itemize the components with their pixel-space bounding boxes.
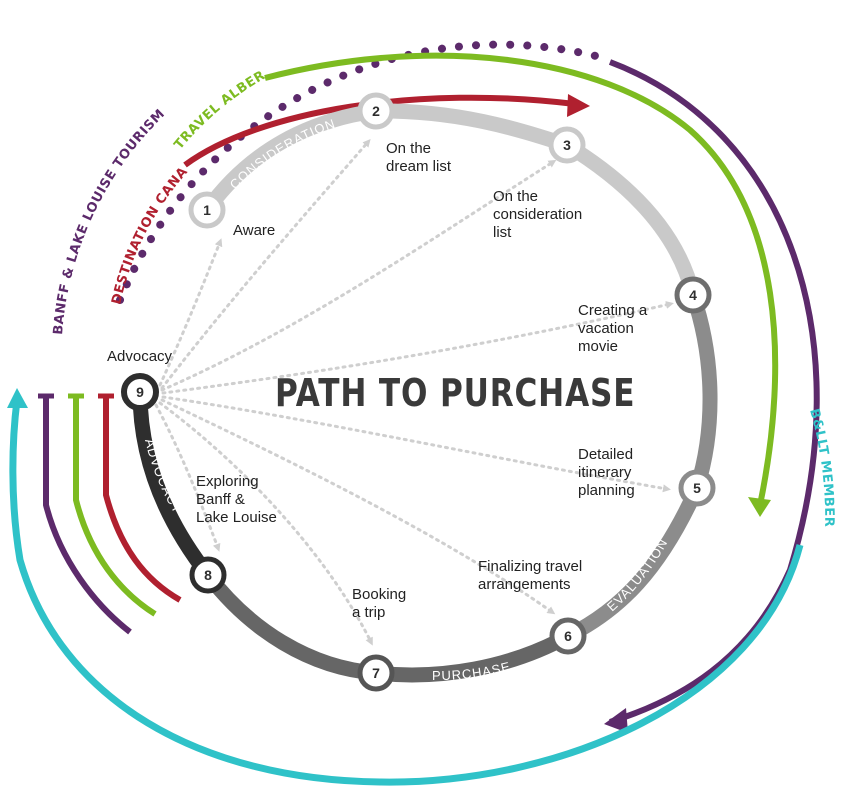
stage-2-label-line1: On the: [386, 140, 431, 157]
connector-arrows: [154, 138, 674, 646]
red-left-bar: [103, 396, 182, 603]
stage-7-label-line1: Booking: [352, 586, 406, 603]
stage-node-3: 3: [548, 126, 586, 164]
arrow-to-2: [160, 138, 371, 390]
banff-arrowhead: [604, 708, 628, 733]
stage-9-label: Advocacy: [107, 348, 173, 365]
svg-text:TRAVEL ALBERTA: TRAVEL ALBERTA: [0, 0, 268, 153]
travel-alberta-arrowhead: [748, 497, 771, 517]
stage-4-label-line2: vacation: [578, 320, 634, 337]
svg-text:DESTINATION CANADA: DESTINATION CANADA: [0, 0, 191, 306]
stage-node-5: 5: [678, 469, 716, 507]
arrow-to-4: [161, 300, 674, 395]
ring-advocacy-segment: [132, 391, 214, 580]
stage-4-label-line1: Creating a: [578, 302, 648, 319]
left-bars: [38, 393, 182, 635]
stage-3-label-line3: list: [493, 224, 512, 241]
stage-node-4: 4: [674, 276, 712, 314]
stage-7-label-line2: a trip: [352, 604, 385, 621]
stage-number: 4: [689, 287, 697, 303]
stage-5-label-line3: planning: [578, 482, 635, 499]
stage-6-label-line1: Finalizing travel: [478, 558, 582, 575]
arrow-to-8: [154, 403, 221, 552]
banff-dotted-arc: [116, 40, 604, 304]
stage-number: 8: [204, 567, 212, 583]
stage-node-1: 1: [188, 191, 226, 229]
phase-evaluation: EVALUATION: [604, 536, 670, 615]
banff-arc: [608, 59, 820, 725]
stage-1-label: Aware: [233, 222, 275, 239]
arrow-to-6: [160, 398, 556, 615]
arrow-to-1: [158, 238, 223, 387]
svg-text:CONSIDERATION: CONSIDERATION: [227, 116, 338, 192]
stage-number: 6: [564, 628, 572, 644]
stage-node-9: 9: [121, 373, 159, 411]
arrow-to-3: [160, 159, 557, 392]
stage-labels: Aware On the dream list On the considera…: [107, 140, 648, 621]
org-travel-alberta-label: TRAVEL ALBERTA: [0, 0, 267, 153]
destination-canada-arc: [183, 94, 576, 168]
stage-number: 2: [372, 103, 380, 119]
stage-3-label-line1: On the: [493, 188, 538, 205]
stage-number: 1: [203, 202, 211, 218]
stage-number: 9: [136, 384, 144, 400]
members-arrowhead: [7, 388, 28, 408]
stage-6-label-line2: arrangements: [478, 576, 571, 593]
destination-canada-arrowhead: [567, 94, 590, 117]
phase-consideration: CONSIDERATION: [227, 116, 337, 192]
stage-number: 3: [563, 137, 571, 153]
stage-8-label-line1: Exploring: [196, 473, 259, 490]
purple-left-bar: [43, 396, 132, 635]
stage-number: 5: [693, 480, 701, 496]
stage-node-7: 7: [357, 654, 395, 692]
org-destination-canada-label: DESTINATION CANADA: [0, 0, 191, 306]
stage-2-label-line2: dream list: [386, 158, 452, 175]
stage-4-label-line3: movie: [578, 338, 618, 355]
stage-5-label-line1: Detailed: [578, 446, 633, 463]
diagram-title: PATH TO PURCHASE: [275, 372, 635, 416]
members-arc: [9, 399, 804, 786]
green-left-bar: [73, 396, 157, 617]
stage-3-label-line2: consideration: [493, 206, 582, 223]
stage-node-6: 6: [549, 617, 587, 655]
stage-8-label-line3: Lake Louise: [196, 509, 277, 526]
arrow-to-7: [158, 401, 373, 646]
outer-arcs: [7, 40, 820, 786]
stage-8-label-line2: Banff &: [196, 491, 245, 508]
arrow-to-5: [161, 395, 671, 493]
travel-alberta-arc: [264, 52, 779, 506]
ring-consideration-segment: [200, 103, 701, 297]
stage-node-2: 2: [357, 92, 395, 130]
stage-node-8: 8: [189, 556, 227, 594]
svg-text:EVALUATION: EVALUATION: [604, 536, 671, 615]
stage-number: 7: [372, 665, 380, 681]
stage-nodes: 1 2 3 4 5 6 7 8: [121, 92, 716, 692]
stage-5-label-line2: itinerary: [578, 464, 632, 481]
